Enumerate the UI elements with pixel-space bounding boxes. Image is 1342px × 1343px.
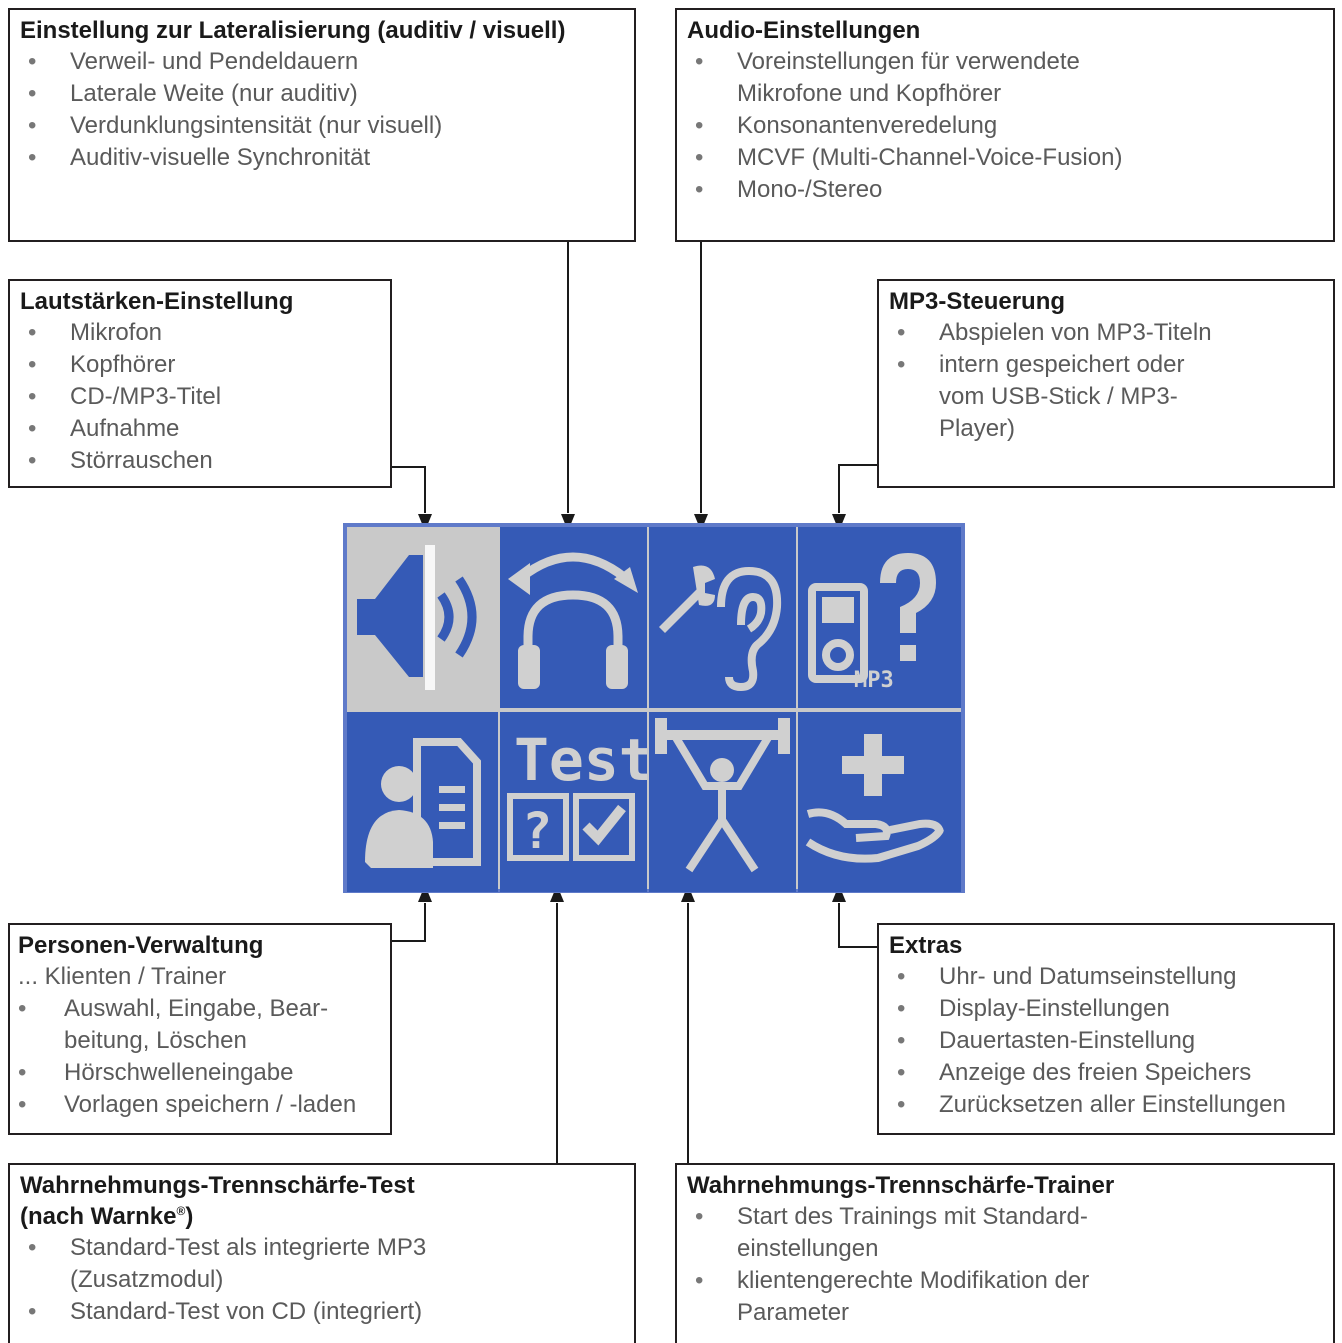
mp3-player-question-icon: MP3 — [808, 553, 936, 693]
title-end: ) — [185, 1203, 194, 1230]
arrowhead-trainer — [681, 885, 695, 902]
list-item: Display-Einstellungen — [889, 993, 1323, 1025]
audio-settings-box: Audio-Einstellungen Voreinstellungen für… — [675, 8, 1335, 242]
list-item: Standard-Test als integrierte MP3 — [20, 1232, 624, 1264]
headphones-arrows-icon — [508, 552, 638, 689]
list-item: klientengerechte Modifikation der — [687, 1265, 1323, 1297]
connector-persons — [392, 903, 426, 942]
tile-lateralization[interactable] — [500, 527, 647, 708]
list-item: Voreinstellungen für verwendete — [687, 46, 1323, 78]
bullet-list: Start des Trainings mit Standard- einste… — [687, 1201, 1323, 1329]
list-item: Mikrofone und Kopfhörer — [737, 80, 1002, 107]
bullet-list: Verweil- und Pendeldauern Laterale Weite… — [20, 46, 624, 174]
list-item: intern gespeichert oder — [889, 349, 1323, 381]
list-item: Standard-Test von CD (integriert) — [20, 1296, 624, 1328]
title-text: (nach Warnke — [20, 1203, 177, 1230]
box-title: Wahrnehmungs-Trennschärfe-Trainer — [687, 1172, 1115, 1199]
list-item: Parameter — [737, 1299, 850, 1326]
box-title-line2: (nach Warnke®) — [20, 1201, 624, 1232]
tile-audio-settings[interactable] — [649, 527, 796, 708]
bullet-list: Standard-Test als integrierte MP3 (Zusat… — [20, 1232, 624, 1328]
arrowhead-lateral — [561, 514, 575, 531]
bullet-list: Uhr- und Datumseinstellung Display-Einst… — [889, 961, 1323, 1121]
arrowhead-test — [550, 885, 564, 902]
list-item: Uhr- und Datumseinstellung — [889, 961, 1323, 993]
arrowhead-extras — [832, 885, 846, 902]
test-checkbox-icon: Test ? — [507, 726, 647, 861]
arrowhead-audio — [694, 514, 708, 531]
list-item: Verdunklungsintensität (nur visuell) — [20, 110, 624, 142]
list-item: Hörschwelleneingabe — [18, 1057, 380, 1089]
list-item: Auswahl, Eingabe, Bear- — [18, 993, 380, 1025]
lateralization-box: Einstellung zur Lateralisierung (auditiv… — [8, 8, 636, 242]
bullet-list: Abspielen von MP3-Titeln intern gespeich… — [889, 317, 1323, 445]
box-title: Personen-Verwaltung — [18, 932, 264, 959]
test-label: Test — [514, 726, 647, 794]
list-item: Dauertasten-Einstellung — [889, 1025, 1323, 1057]
list-item: Verweil- und Pendeldauern — [20, 46, 624, 78]
list-item: beitung, Löschen — [64, 1027, 247, 1054]
list-item: Mikrofon — [20, 317, 380, 349]
tile-mp3[interactable]: MP3 — [798, 527, 961, 708]
list-item: Zurücksetzen aller Einstellungen — [889, 1089, 1323, 1121]
box-title: Wahrnehmungs-Trennschärfe-Test — [20, 1172, 415, 1199]
list-item: (Zusatzmodul) — [70, 1266, 224, 1293]
tile-person-management[interactable] — [347, 712, 498, 892]
wrench-ear-icon — [659, 565, 782, 692]
tile-extras[interactable] — [798, 712, 961, 892]
speaker-icon — [357, 545, 477, 690]
list-item: Abspielen von MP3-Titeln — [889, 317, 1323, 349]
bullet-list: Auswahl, Eingabe, Bear- beitung, Löschen… — [18, 993, 380, 1121]
list-item: Mono-/Stereo — [687, 174, 1323, 206]
box-title: Einstellung zur Lateralisierung (auditiv… — [20, 17, 566, 44]
list-item: einstellungen — [737, 1235, 879, 1262]
perception-trainer-box: Wahrnehmungs-Trennschärfe-Trainer Start … — [675, 1163, 1335, 1343]
perception-test-box: Wahrnehmungs-Trennschärfe-Test (nach War… — [8, 1163, 636, 1343]
weightlifter-icon — [655, 718, 790, 873]
person-management-box: Personen-Verwaltung ... Klienten / Train… — [8, 923, 392, 1135]
list-item: Auditiv-visuelle Synchronität — [20, 142, 624, 174]
box-title: Extras — [889, 932, 963, 959]
box-title: Lautstärken-Einstellung — [20, 288, 294, 315]
extras-box: Extras Uhr- und Datumseinstellung Displa… — [877, 923, 1335, 1135]
list-item: Start des Trainings mit Standard- — [687, 1201, 1323, 1233]
mp3-label: MP3 — [854, 668, 894, 693]
list-item: Konsonantenveredelung — [687, 110, 1323, 142]
bullet-list: Mikrofon Kopfhörer CD-/MP3-Titel Aufnahm… — [20, 317, 380, 477]
box-title: Audio-Einstellungen — [687, 17, 921, 44]
box-title: MP3-Steuerung — [889, 288, 1066, 315]
volume-settings-box: Lautstärken-Einstellung Mikrofon Kopfhör… — [8, 279, 392, 488]
connector-mp3 — [838, 464, 879, 513]
mp3-control-box: MP3-Steuerung Abspielen von MP3-Titeln i… — [877, 279, 1335, 488]
list-item: Anzeige des freien Speichers — [889, 1057, 1323, 1089]
person-document-icon — [365, 738, 481, 868]
list-item: Störrauschen — [20, 445, 380, 477]
list-item: Player) — [939, 415, 1016, 442]
bullet-list: Voreinstellungen für verwendete Mikrofon… — [687, 46, 1323, 206]
tile-trainer[interactable] — [649, 712, 796, 892]
list-item: Aufnahme — [20, 413, 380, 445]
list-item: CD-/MP3-Titel — [20, 381, 380, 413]
registered-mark: ® — [176, 1204, 186, 1218]
tile-volume[interactable] — [347, 527, 498, 708]
hand-plus-icon — [805, 734, 944, 863]
arrowhead-persons — [418, 885, 432, 902]
list-item: vom USB-Stick / MP3- — [939, 383, 1178, 410]
list-item: MCVF (Multi-Channel-Voice-Fusion) — [687, 142, 1323, 174]
connector-extras — [838, 903, 879, 948]
box-subtitle: ... Klienten / Trainer — [18, 963, 227, 990]
list-item: Kopfhörer — [20, 349, 380, 381]
connector-volume — [392, 466, 426, 513]
list-item: Laterale Weite (nur auditiv) — [20, 78, 624, 110]
question-glyph: ? — [522, 802, 552, 860]
arrowhead-mp3 — [832, 514, 846, 531]
tile-test[interactable]: Test ? — [500, 712, 647, 892]
arrowhead-volume — [418, 514, 432, 531]
device-screen: MP3 Test ? — [343, 523, 965, 893]
list-item: Vorlagen speichern / -laden — [18, 1089, 380, 1121]
